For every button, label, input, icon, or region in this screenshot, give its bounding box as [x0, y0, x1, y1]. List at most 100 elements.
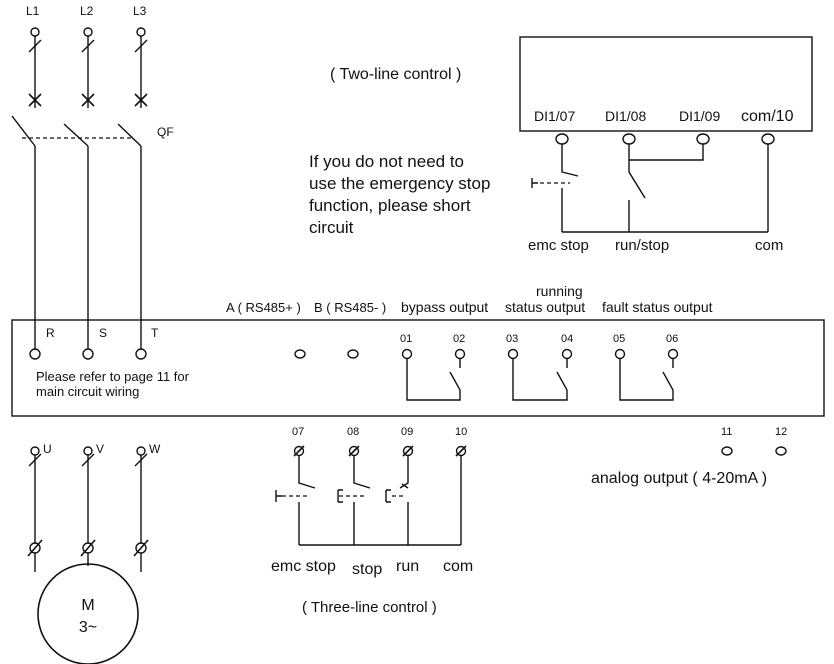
three-line-terminal-label-07: 07 [292, 426, 304, 438]
rs485-b-label: B ( RS485- ) [314, 300, 386, 315]
relay-terminal-label-05: 05 [613, 333, 625, 345]
two-line-label-run-stop: run/stop [615, 237, 669, 254]
relay-terminal-label-04: 04 [561, 333, 573, 345]
analog-terminal-label-11: 11 [721, 426, 732, 438]
analog-output-label: analog output ( 4-20mA ) [591, 470, 767, 487]
breaker-blades [11, 115, 142, 147]
three-line-label-com: com [443, 558, 473, 575]
mains-supply: L1 L2 L3 QF [11, 4, 174, 352]
phase-label-l2: L2 [80, 4, 94, 18]
relay-terminal-label-03: 03 [506, 333, 518, 345]
phase-label-l3: L3 [133, 4, 147, 18]
analog-terminal-12 [775, 446, 787, 456]
motor-terminal-slashes [27, 539, 149, 557]
running-relay-contact [512, 358, 568, 401]
three-line-label-run: run [396, 558, 419, 575]
output-terminal-u [30, 446, 40, 456]
three-line-emc-stop-contact [298, 455, 316, 545]
relay-terminal-03 [507, 348, 519, 360]
output-label-v: V [96, 442, 104, 456]
relay-terminal-label-06: 06 [666, 333, 678, 345]
output-label-u: U [43, 442, 52, 456]
analog-terminal-label-12: 12 [775, 426, 787, 438]
link-08-09 [629, 144, 704, 161]
three-line-stop-button [337, 489, 343, 503]
two-line-terminal-09-dot [696, 133, 710, 145]
main-feed-lines [34, 146, 142, 352]
note-line-2: use the emergency stop [309, 174, 490, 193]
input-terminal-t [135, 348, 147, 360]
softstarter-box [11, 319, 825, 417]
three-line-control: 07 08 09 10 emc stop stop run com ( Thre… [271, 426, 473, 616]
three-line-run-button [385, 489, 391, 503]
three-line-title: ( Three-line control ) [302, 599, 437, 616]
input-label-s: S [99, 326, 107, 340]
two-line-terminal-08-dot [622, 133, 636, 145]
three-line-terminal-slashes [293, 445, 467, 457]
three-line-terminal-label-09: 09 [401, 426, 413, 438]
supply-lines [34, 36, 142, 108]
two-line-label-com: com [755, 237, 783, 254]
note-line-3: function, please short [309, 196, 471, 215]
supply-slashes [28, 39, 148, 53]
two-line-box [519, 36, 813, 132]
rs485-a-terminal [294, 349, 306, 359]
input-label-t: T [151, 326, 159, 340]
two-line-control: ( Two-line control ) DI1/07 DI1/08 DI1/0… [309, 36, 813, 254]
relay-terminal-04 [561, 348, 573, 360]
note-line-1: If you do not need to [309, 152, 464, 171]
motor-side: U V W M 3~ [27, 442, 161, 664]
two-line-terminal-07: DI1/07 [534, 108, 575, 124]
relay-terminal-05 [614, 348, 626, 360]
running-status-label-1: running [536, 283, 583, 299]
motor-feed-lines [34, 455, 142, 572]
relay-terminal-02 [454, 348, 466, 360]
three-line-emc-stop-button [275, 490, 282, 502]
analog-output: 11 12 analog output ( 4-20mA ) [591, 426, 787, 487]
terminal-l1 [30, 27, 40, 37]
bypass-relay-contact [406, 358, 461, 401]
output-terminal-w [136, 446, 146, 456]
three-line-label-stop: stop [352, 561, 382, 578]
motor-label: M [81, 597, 94, 614]
emc-stop-button [531, 178, 538, 188]
motor-type-label: 3~ [79, 619, 97, 636]
rs485-b-terminal [347, 349, 359, 359]
relay-terminal-label-01: 01 [400, 333, 412, 345]
run-contact-tip [401, 483, 409, 489]
main-circuit-note-line-2: main circuit wiring [36, 384, 139, 399]
two-line-terminal-07-dot [555, 133, 569, 145]
three-line-label-emc-stop: emc stop [271, 558, 336, 575]
note-line-4: circuit [309, 218, 354, 237]
output-slashes [28, 453, 148, 467]
two-line-label-emc-stop: emc stop [528, 237, 589, 254]
output-terminal-v [83, 446, 93, 456]
rs485-a-label: A ( RS485+ ) [226, 300, 301, 315]
two-line-terminal-09: DI1/09 [679, 108, 720, 124]
main-circuit-note-line-1: Please refer to page 11 for [36, 369, 190, 384]
analog-terminal-11 [721, 446, 733, 456]
output-label-w: W [149, 442, 161, 456]
fault-relay-contact [619, 358, 674, 401]
fault-status-output-label: fault status output [602, 299, 713, 315]
fuse-marks [28, 93, 148, 107]
terminal-l3 [136, 27, 146, 37]
two-line-terminal-com-dot [761, 133, 775, 145]
three-line-stop-contact [353, 455, 371, 545]
input-label-r: R [46, 326, 55, 340]
motor-symbol [37, 563, 139, 664]
running-status-label-2: status output [505, 299, 585, 315]
bypass-output-label: bypass output [401, 299, 488, 315]
terminal-l2 [83, 27, 93, 37]
relay-terminal-06 [667, 348, 679, 360]
phase-label-l1: L1 [26, 4, 40, 18]
input-terminal-s [82, 348, 94, 360]
emc-stop-contact [561, 144, 579, 232]
input-terminal-r [29, 348, 41, 360]
three-line-terminal-label-10: 10 [455, 426, 467, 438]
two-line-terminal-com: com/10 [741, 108, 794, 125]
run-stop-contact [628, 144, 646, 232]
three-line-terminal-label-08: 08 [347, 426, 359, 438]
breaker-label: QF [157, 125, 174, 139]
